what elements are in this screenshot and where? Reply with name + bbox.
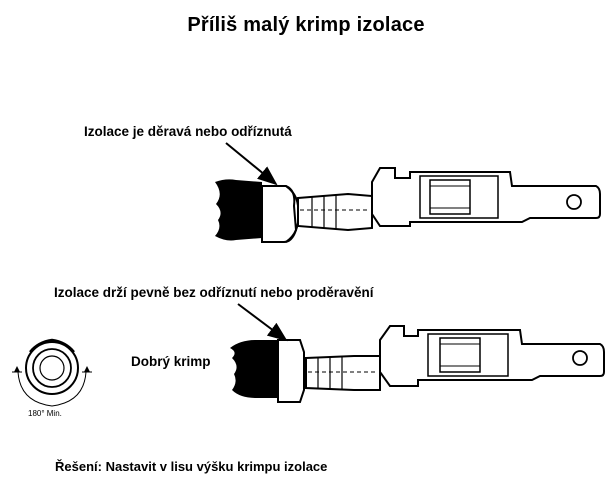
page-title: Příliš malý krimp izolace — [187, 14, 425, 36]
bad-wire-insulation — [215, 179, 262, 241]
good-crimp-terminal — [230, 303, 605, 403]
good-wire-crimp — [305, 355, 381, 391]
cross-section-diagram — [12, 338, 92, 407]
bad-wire-crimp — [297, 192, 373, 232]
good-wire-insulation — [230, 340, 280, 398]
bad-crimp-terminal — [215, 142, 601, 243]
label-angle-min: 180° Min. — [28, 409, 62, 418]
label-insulation-held: Izolace drží pevně bez odříznutí nebo pr… — [54, 285, 374, 300]
label-good-crimp: Dobrý krimp — [131, 354, 211, 369]
good-insulation-crimp — [277, 339, 305, 403]
good-contact-body — [379, 325, 605, 387]
bad-insulation-crimp — [261, 185, 298, 243]
good-crimp-arrow — [237, 303, 288, 342]
label-insulation-damaged: Izolace je děravá nebo odříznutá — [84, 124, 292, 139]
bad-contact-body — [371, 167, 601, 227]
bad-crimp-arrow — [225, 142, 278, 186]
label-solution: Řešení: Nastavit v lisu výšku krimpu izo… — [55, 459, 328, 474]
